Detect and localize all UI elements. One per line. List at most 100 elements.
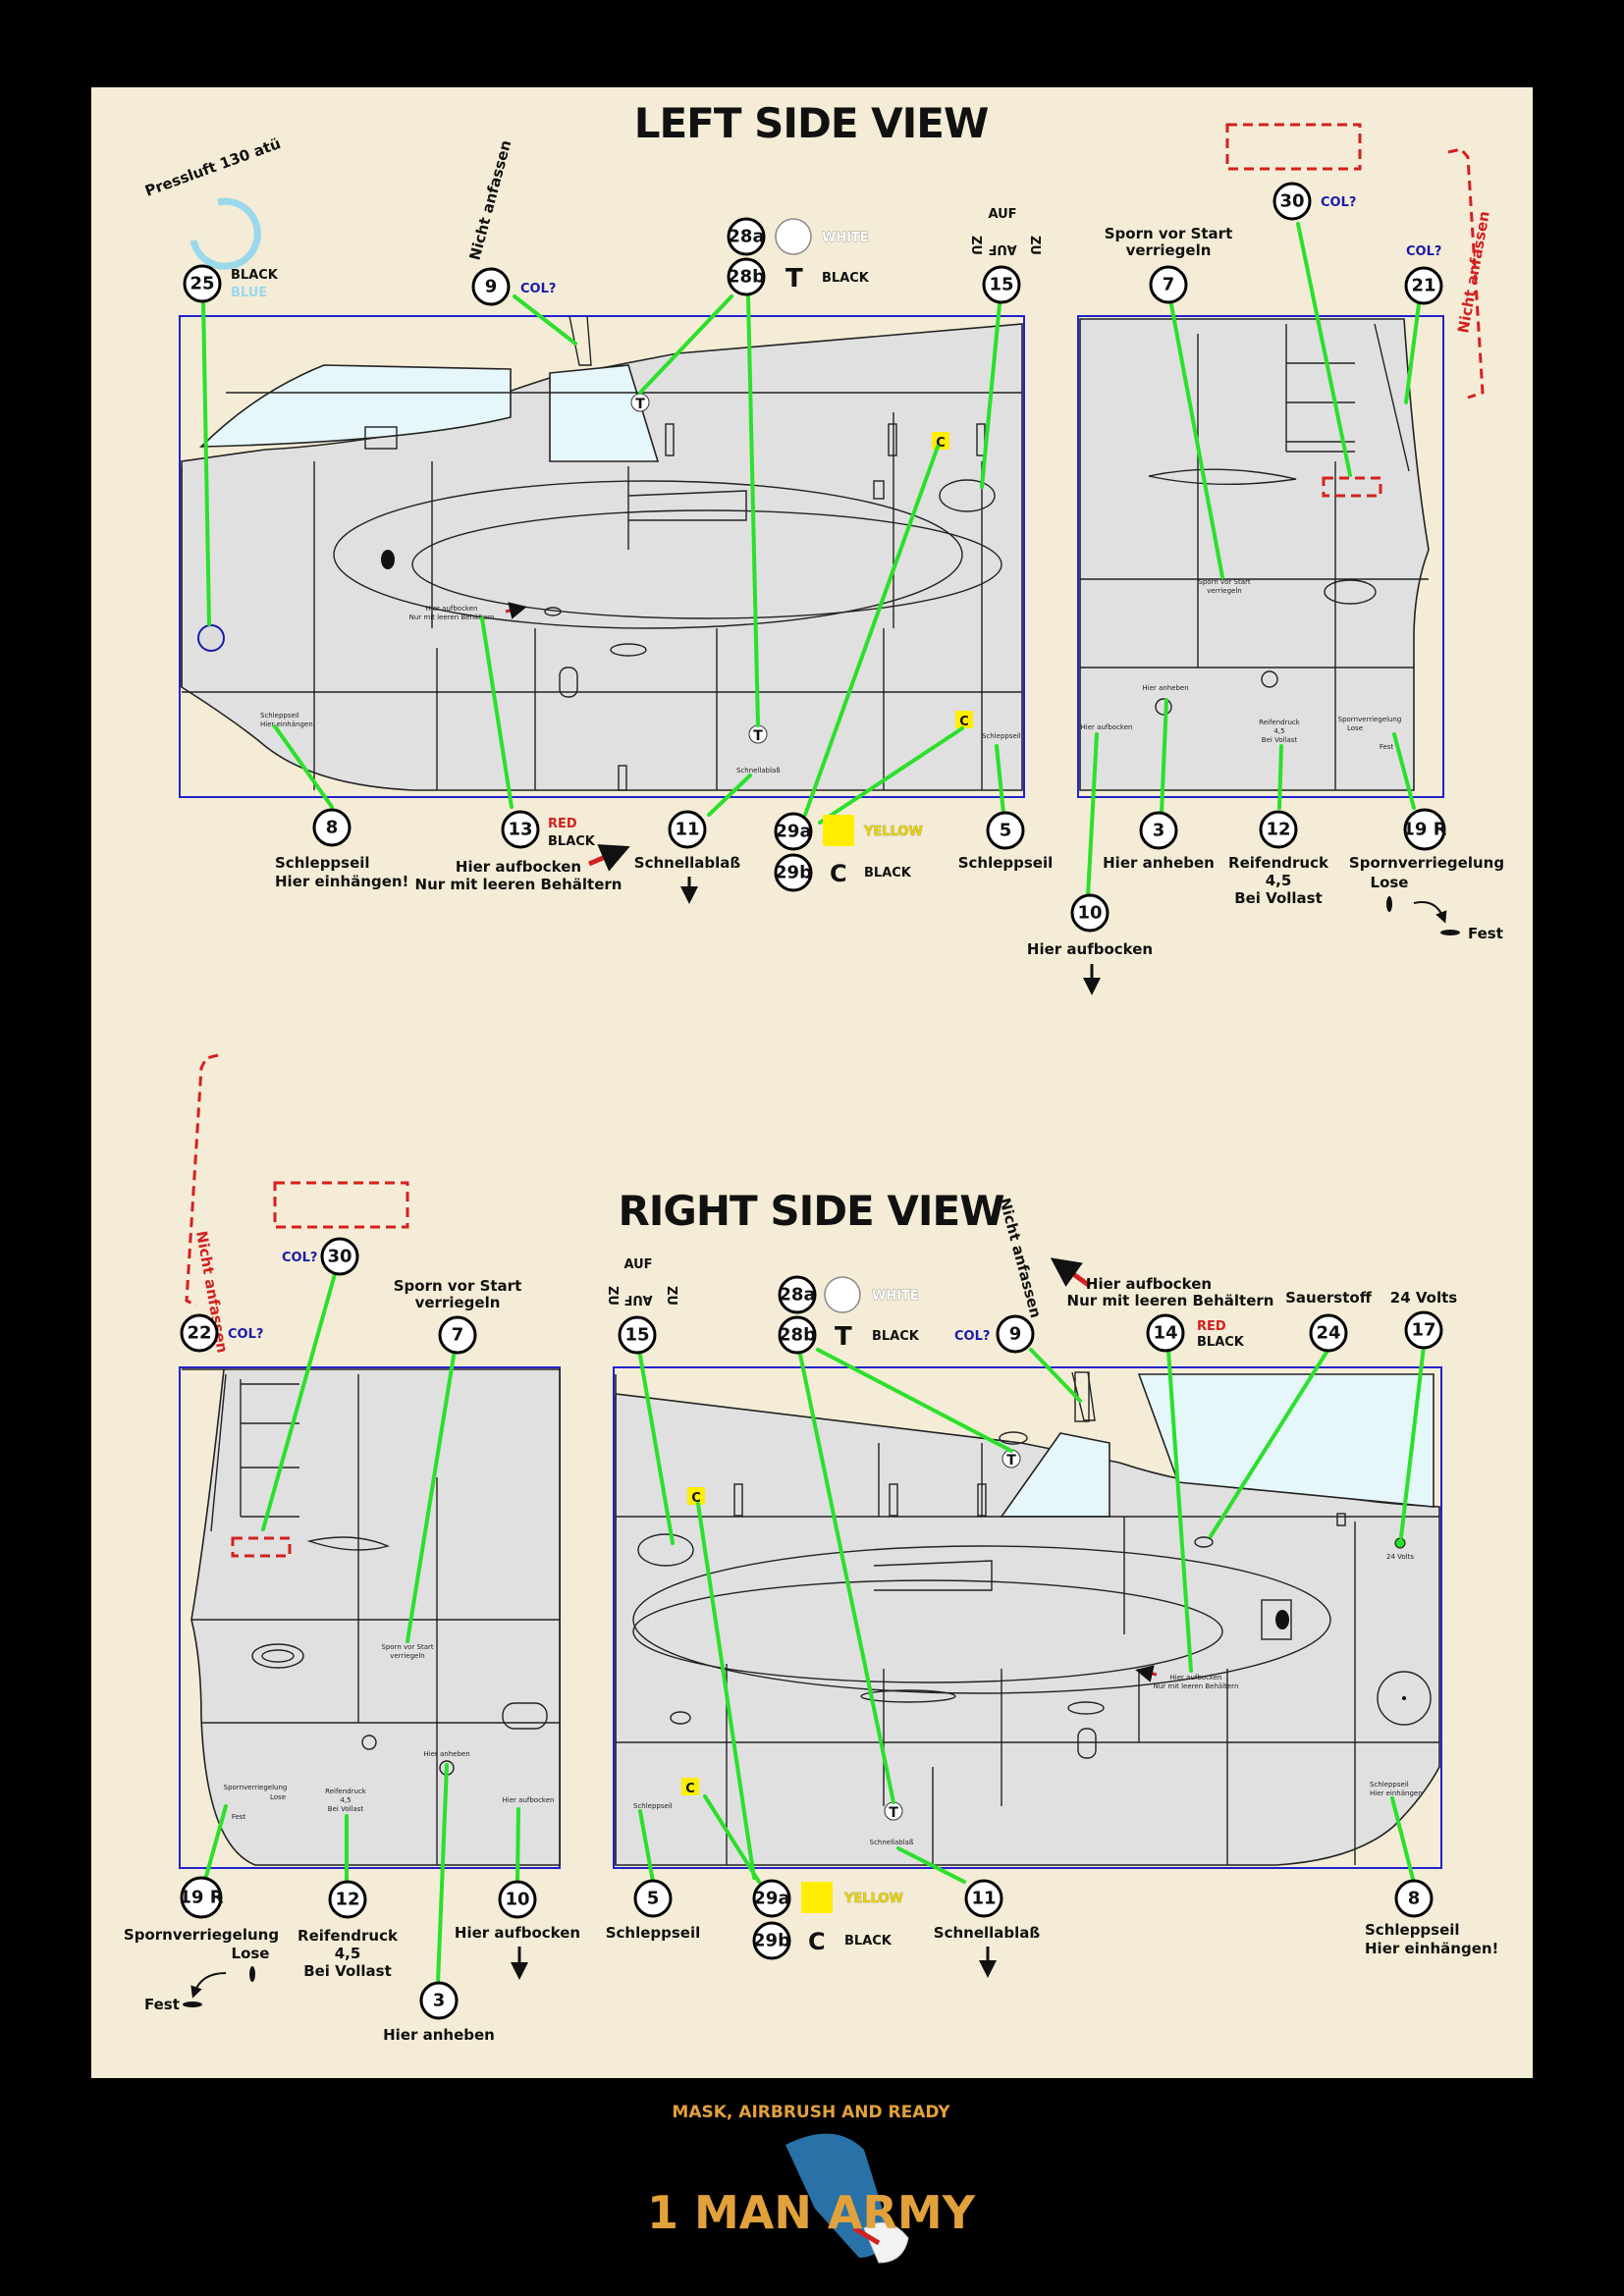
right-c28b-glyph: T	[835, 1322, 852, 1352]
right-c22-col: COL?	[228, 1327, 263, 1342]
right-c8-line1: Schleppseil	[1365, 1921, 1460, 1939]
svg-text:30: 30	[1279, 191, 1304, 212]
left-c29b-glyph: C	[830, 860, 847, 887]
right-callout-11: 11 Schnellablaß	[934, 1879, 1040, 1978]
right-c14-line1: Hier aufbocken	[1086, 1275, 1212, 1293]
right-stencil-C-2: C	[685, 1782, 695, 1796]
left-c13-black: BLACK	[548, 834, 596, 849]
logo-tagline: MASK, AIRBRUSH AND READY	[672, 2103, 950, 2122]
left-tail-stencil-anheben: Hier anheben	[1142, 684, 1188, 692]
left-stencil-C-2: C	[959, 715, 969, 729]
logo-name: 1 MAN ARMY	[647, 2186, 976, 2239]
svg-text:12: 12	[1266, 820, 1290, 840]
pressluft-gauge-icon	[189, 197, 261, 270]
left-main-view: Hier aufbocken Nur mit leeren Behältern …	[179, 315, 1025, 798]
right-c12-line1: Reifendruck	[298, 1927, 399, 1945]
svg-text:15: 15	[624, 1325, 649, 1346]
left-c30-col: COL?	[1321, 195, 1356, 210]
svg-text:3: 3	[1153, 821, 1165, 841]
right-c15-zu-r: ZU	[664, 1286, 678, 1306]
left-tail-stencil-aufbocken: Hier aufbocken	[1081, 723, 1133, 731]
left-callout-25: 25 BLACK BLUE	[183, 264, 279, 303]
left-tail-stencil-lose: Lose	[1347, 724, 1363, 732]
right-c19-line1: Spornverriegelung	[124, 1926, 279, 1944]
left-c8-line2: Hier einhängen!	[275, 873, 408, 890]
svg-text:10: 10	[1077, 903, 1102, 924]
left-c7-line1: Sporn vor Start	[1105, 225, 1233, 242]
svg-text:29a: 29a	[753, 1889, 789, 1909]
left-pressluft-label: Pressluft 130 atü	[142, 134, 283, 200]
svg-text:3: 3	[433, 1991, 446, 2011]
svg-text:30: 30	[327, 1247, 352, 1267]
right-c14-black: BLACK	[1197, 1335, 1245, 1350]
right-view-title: RIGHT SIDE VIEW	[618, 1187, 1004, 1235]
left-callout-30: 30 COL?	[1272, 182, 1356, 221]
right-callout-3: 3 Hier anheben	[383, 1981, 495, 2044]
right-stencil-aufbocken: Hier aufbocken	[1170, 1674, 1222, 1682]
right-callout-28: 28a WHITE 28b T BLACK	[778, 1275, 920, 1355]
right-c24-line1: Sauerstoff	[1285, 1289, 1373, 1307]
left-stencil-schlepp-2: Hier einhängen	[260, 721, 313, 728]
left-c8-line1: Schleppseil	[275, 854, 370, 872]
right-callout-22: 22 COL?	[180, 1313, 263, 1353]
right-nicht-dash	[185, 1053, 219, 1308]
right-callout-7: Sporn vor Start verriegeln 7	[394, 1277, 522, 1355]
right-stencil-schnell: Schnellablaß	[870, 1839, 914, 1846]
right-c7-line1: Sporn vor Start	[394, 1277, 522, 1295]
left-callout-5: 5 Schleppseil	[958, 811, 1053, 872]
right-c17-line1: 24 Volts	[1390, 1289, 1458, 1307]
left-tail-stencil-reifen-3: Bei Vollast	[1262, 736, 1298, 744]
left-c19-fest: Fest	[1468, 925, 1503, 942]
svg-text:8: 8	[1408, 1889, 1421, 1909]
svg-text:9: 9	[1009, 1324, 1022, 1345]
left-tail-stencil-spornv: Spornverriegelung	[1338, 716, 1402, 723]
left-c21-col: COL?	[1406, 244, 1441, 259]
right-c15-auf-inv: AUF	[623, 1292, 652, 1307]
left-tail-view: Sporn vor Start verriegeln Hier anheben …	[1077, 315, 1444, 798]
svg-text:28b: 28b	[779, 1325, 816, 1346]
right-tail-view: Sporn vor Start verriegeln Hier anheben …	[179, 1366, 561, 1869]
right-tail-stencil-aufbocken: Hier aufbocken	[503, 1796, 555, 1804]
svg-text:28a: 28a	[779, 1285, 815, 1306]
right-c29b-col: BLACK	[844, 1934, 893, 1949]
left-callout-3: 3 Hier anheben	[1103, 811, 1215, 872]
right-c3-line1: Hier anheben	[383, 2026, 495, 2044]
right-c29a-col: YELLOW	[843, 1892, 903, 1906]
svg-text:24: 24	[1316, 1323, 1340, 1344]
left-c12-line1: Reifendruck	[1228, 854, 1329, 872]
right-c19-line2: Lose	[232, 1945, 270, 1962]
left-c28b-glyph: T	[785, 264, 803, 294]
right-c7-line2: verriegeln	[415, 1294, 501, 1311]
left-c15-zu-l: ZU	[968, 236, 983, 255]
left-callout-12: 12 Reifendruck 4,5 Bei Vollast	[1228, 810, 1329, 907]
right-callout-8: 8 Schleppseil Hier einhängen!	[1365, 1879, 1498, 1957]
left-c7-line2: verriegeln	[1126, 241, 1212, 259]
bomb-icon	[785, 2133, 889, 2258]
left-c28b-col: BLACK	[822, 271, 870, 286]
left-stencil-schnell: Schnellablaß	[736, 767, 781, 774]
left-tail-stencil-sporn-2: verriegeln	[1207, 587, 1241, 595]
left-c12-line3: Bei Vollast	[1234, 889, 1323, 907]
right-c5-line1: Schleppseil	[606, 1924, 701, 1942]
right-c15-zu-l: ZU	[605, 1286, 620, 1306]
svg-text:15: 15	[989, 275, 1013, 295]
left-tail-stencil-reifen-2: 4,5	[1273, 727, 1284, 735]
svg-text:7: 7	[1163, 275, 1175, 295]
right-c8-line2: Hier einhängen!	[1365, 1940, 1498, 1957]
right-stencil-schlepp-nose: Schleppseil	[633, 1802, 673, 1810]
left-c13-red: RED	[548, 817, 577, 831]
left-nicht-anfassen-2: Nicht anfassen	[1454, 210, 1493, 335]
svg-text:29a: 29a	[775, 822, 811, 842]
left-c15-auf-inv: AUF	[988, 241, 1016, 256]
right-callout-10: 10 Hier aufbocken	[455, 1880, 580, 1980]
right-stencil-T-1: T	[1006, 1453, 1016, 1468]
right-tail-stencil-reifen-2: 4,5	[340, 1796, 351, 1804]
left-c29b-col: BLACK	[864, 866, 912, 881]
left-c25-blue: BLUE	[231, 286, 267, 300]
left-c9-col: COL?	[520, 282, 556, 296]
right-leaders	[203, 1272, 1426, 1985]
svg-text:10: 10	[505, 1890, 529, 1910]
right-c29b-glyph: C	[808, 1928, 826, 1955]
right-c14-red: RED	[1197, 1319, 1226, 1334]
right-callout-29: 29a YELLOW 29b C BLACK	[752, 1879, 903, 1960]
